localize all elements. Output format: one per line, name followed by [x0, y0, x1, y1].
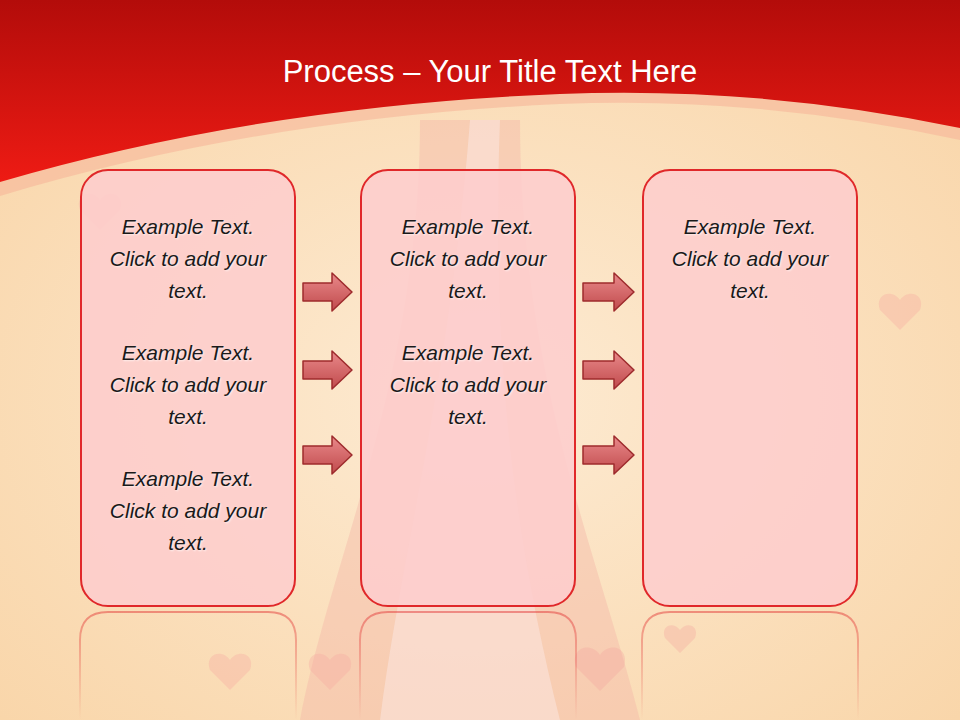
- block-arrow: [303, 436, 352, 474]
- block-arrow: [583, 436, 634, 474]
- box-text: Example Text. Click to add your text.: [388, 211, 548, 307]
- process-box: Example Text. Click to add your text. Exa…: [80, 169, 296, 607]
- block-arrow: [583, 351, 634, 389]
- process-box: Example Text. Click to add your text.: [642, 169, 858, 607]
- box-text: Example Text. Click to add your text.: [108, 463, 268, 559]
- block-arrow: [303, 351, 352, 389]
- box-text: Example Text. Click to add your text.: [388, 337, 548, 433]
- slide-title: Process – Your Title Text Here: [120, 54, 860, 90]
- box-text: Example Text. Click to add your text.: [108, 337, 268, 433]
- box-text: Example Text. Click to add your text.: [108, 211, 268, 307]
- block-arrow: [583, 273, 634, 311]
- process-box: Example Text. Click to add your text. Exa…: [360, 169, 576, 607]
- block-arrow: [303, 273, 352, 311]
- box-text: Example Text. Click to add your text.: [670, 211, 830, 307]
